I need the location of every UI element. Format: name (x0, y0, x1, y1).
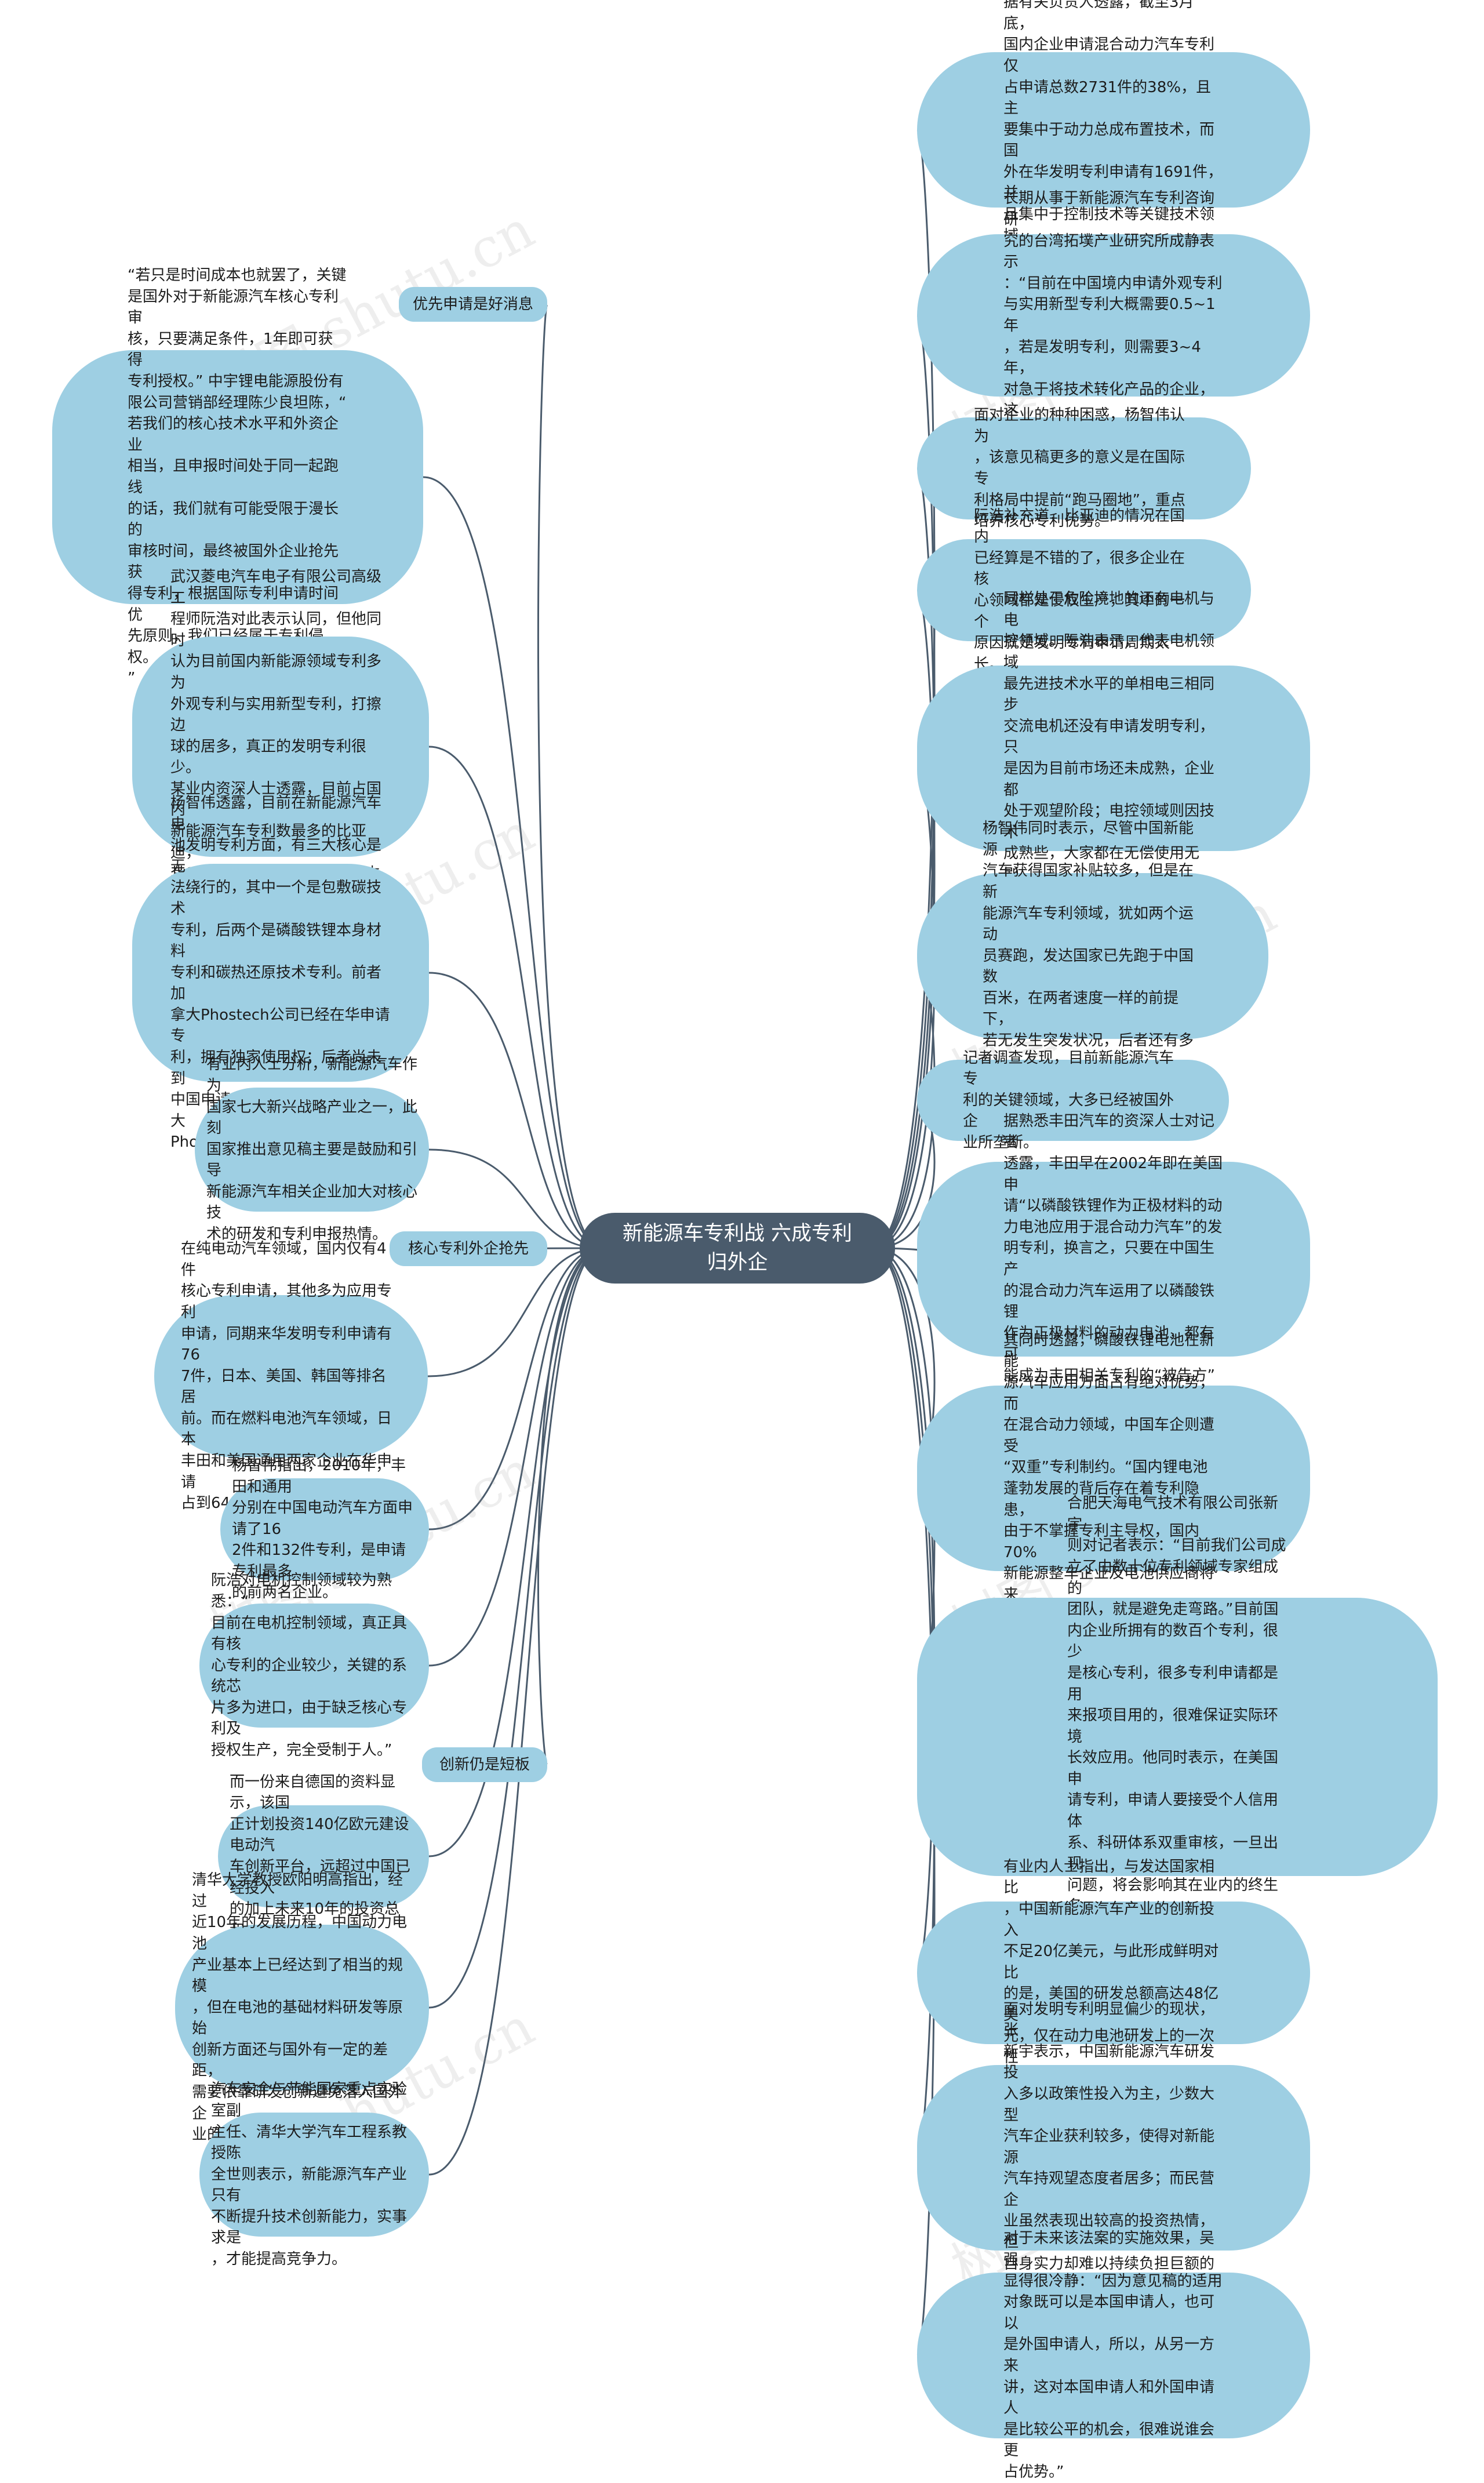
right-node-6[interactable]: 记者调查发现，目前新能源汽车专 利的关键领域，大多已经被国外企 业所垄断。 (917, 1049, 1229, 1151)
connector-line (537, 303, 603, 1249)
root-topic-text: 新能源车专利战 六成专利归外企 (622, 1222, 853, 1274)
left-node-7[interactable]: 杨智伟指出，2010年，丰田和通用 分别在中国电动汽车方面申请了16 2件和13… (220, 1457, 429, 1601)
right-node-9[interactable]: 合肥天海电气技术有限公司张新宇 则对记者表示：“目前我们公司成 立了由数十位专利… (917, 1495, 1438, 1979)
left-node-6[interactable]: 在纯电动汽车领域，国内仅有4件 核心专利申请，其他多为应用专利 申请，同期来华发… (154, 1240, 428, 1512)
connector-line (428, 1247, 603, 1530)
branch-label-priority[interactable]: 优先申请是好消息 (399, 287, 547, 322)
right-node-11[interactable]: 面对发明专利明显偏少的现状，张 新宇表示，中国新能源汽车研发投 入多以政策性投入… (917, 2001, 1310, 2315)
connector-line (537, 1247, 603, 1766)
right-node-7[interactable]: 据熟悉丰田汽车的资深人士对记者 透露，丰田早在2002年即在美国申 请“以磷酸铁… (917, 1113, 1310, 1406)
right-node-5[interactable]: 杨智伟同时表示，尽管中国新能源 汽车获得国家补贴较多，但是在新 能源汽车专利领域… (917, 820, 1268, 1092)
right-node-2[interactable]: 面对企业的种种困惑，杨智伟认为 ，该意见稿更多的意义是在国际专 利格局中提前“跑… (917, 406, 1251, 530)
left-node-12[interactable]: 汽车安全与节能国家重点实验室副 主任、清华大学汽车工程系教授陈 全世则表示，新能… (199, 2081, 429, 2268)
connector-line (428, 1247, 603, 2176)
left-node-4[interactable]: 有业内人士分析，新能源汽车作为 国家七大新兴战略产业之一，此刻 国家推出意见稿主… (195, 1056, 429, 1243)
connector-line (428, 746, 603, 1249)
left-node-10[interactable]: 而一份来自德国的资料显示，该国 正计划投资140亿欧元建设电动汽 车创新平台，远… (218, 1773, 429, 1939)
connector-line (428, 1247, 603, 1857)
left-node-3[interactable]: 杨智伟透露，目前在新能源汽车电 池发明专利方面，有三大核心是无 法绕行的，其中一… (132, 794, 429, 1151)
left-node-1[interactable]: “若只是时间成本也就罢了，关键 是国外对于新能源汽车核心专利审 核，只要满足条件… (52, 267, 423, 687)
root-topic[interactable]: 新能源车专利战 六成专利归外企 (580, 1213, 895, 1284)
connector-line (423, 476, 603, 1249)
left-node-8[interactable]: 阮浩对电机控制领域较为熟悉：“ 目前在电机控制领域，真正具有核 心专利的企业较少… (199, 1572, 429, 1759)
connector-line (428, 1247, 603, 1667)
connector-line (871, 1247, 936, 1974)
branch-label-core-patents[interactable]: 核心专利外企抢先 (390, 1231, 547, 1266)
left-node-11[interactable]: 清华大学教授欧阳明高指出，经过 近10年的发展历程，中国动力电池 产业基本上已经… (175, 1871, 429, 2143)
connector-line (428, 1247, 603, 2009)
connector-line (427, 1247, 603, 1377)
right-node-1[interactable]: 长期从事于新能源汽车专利咨询研 究的台湾拓墣产业研究所成静表示 ：“目前在中国境… (917, 190, 1310, 441)
connector-line (428, 972, 603, 1249)
branch-label-innovation[interactable]: 创新仍是短板 (422, 1747, 547, 1782)
right-node-12[interactable]: 对于未来该法案的实施效果，吴强 显得很冷静：“因为意见稿的适用 对象既可以是本国… (917, 2230, 1310, 2481)
right-node-0[interactable]: 据有关负责人透露，截至3月底， 国内企业申请混合动力汽车专利仅 占申请总数273… (917, 0, 1310, 266)
connector-line (428, 1148, 603, 1249)
